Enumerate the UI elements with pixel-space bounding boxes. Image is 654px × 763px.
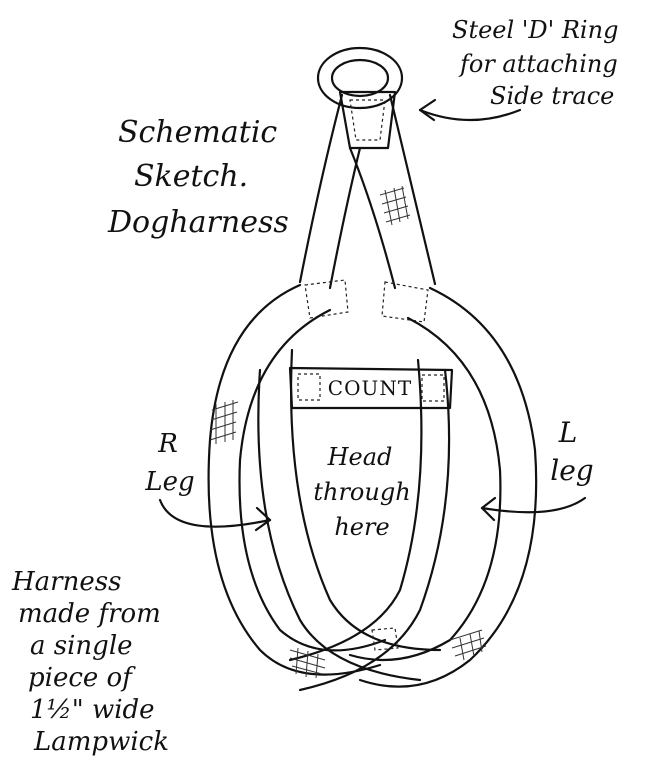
material-note-line-2: made from	[18, 599, 161, 629]
ring-note-line-1: Steel 'D' Ring	[452, 16, 618, 44]
left-leg-line-2: leg	[550, 454, 593, 487]
material-note-line-4: piece of	[28, 663, 136, 693]
ring-note-line-3: Side trace	[490, 82, 614, 110]
ring-note: Steel 'D' Ring for attaching Side trace	[452, 16, 618, 110]
right-leg-arrow	[160, 500, 270, 530]
right-leg-line-1: R	[157, 429, 178, 459]
right-leg-line-2: Leg	[144, 467, 194, 497]
material-note-line-1: Harness	[11, 567, 121, 597]
stitch-patch-upper	[380, 186, 410, 225]
right-leg-label: R Leg	[144, 429, 194, 497]
ring-note-line-2: for attaching	[458, 50, 618, 78]
neck-straps	[300, 95, 435, 322]
head-note-line-3: here	[334, 513, 389, 541]
material-note: Harness made from a single piece of 1½" …	[11, 567, 169, 757]
label-tag: COUNT	[328, 376, 412, 400]
material-note-line-6: Lampwick	[33, 727, 169, 757]
material-note-line-3: a single	[30, 631, 133, 661]
chest-band: COUNT	[290, 368, 452, 408]
d-ring	[318, 48, 402, 108]
head-note-line-2: through	[313, 478, 410, 506]
left-leg-label: L leg	[550, 416, 593, 487]
title-line-1: Schematic	[118, 115, 277, 150]
left-leg-line-1: L	[558, 416, 578, 449]
title-note: Schematic Sketch. Dogharness	[107, 115, 289, 240]
title-line-2: Sketch.	[134, 159, 248, 194]
title-line-3: Dogharness	[107, 205, 289, 240]
head-note: Head through here	[313, 443, 410, 541]
material-note-line-5: 1½" wide	[30, 695, 155, 725]
head-note-line-1: Head	[327, 443, 393, 471]
